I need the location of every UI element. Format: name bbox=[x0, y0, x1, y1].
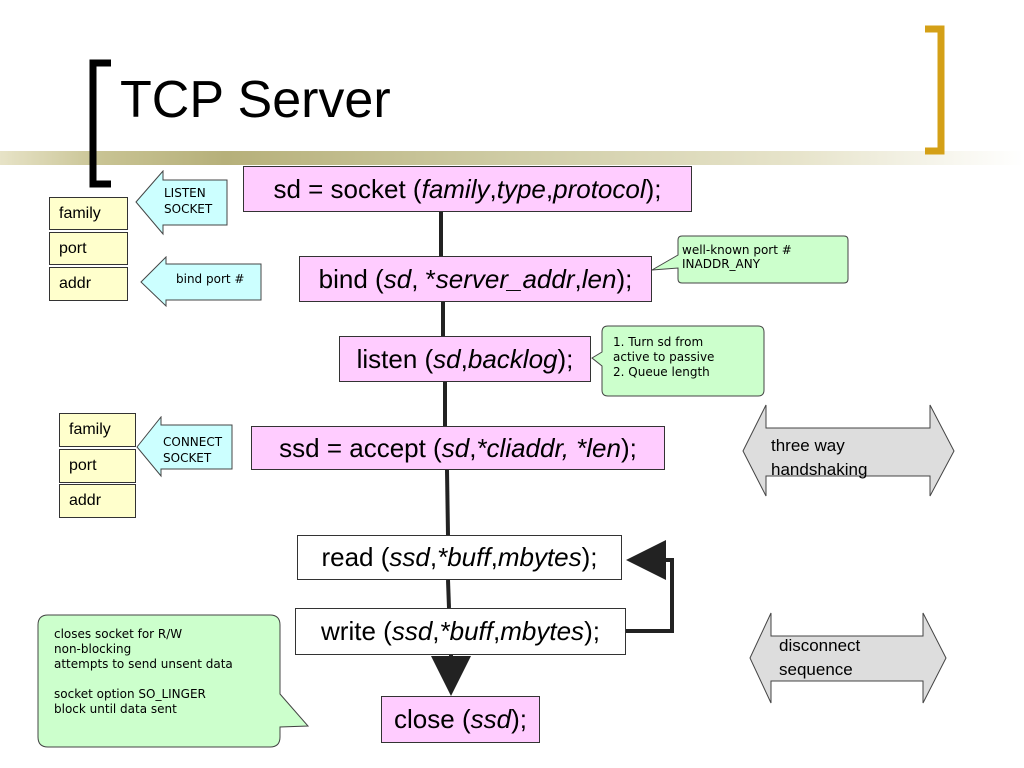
socket-call-box: sd = socket (family, type, protocol); bbox=[243, 166, 692, 212]
connect-socket-arrow bbox=[136, 416, 233, 478]
left-bracket-icon bbox=[89, 59, 111, 188]
read-write-loop-arrow bbox=[626, 540, 674, 633]
listen-call-box: listen (sd, backlog); bbox=[339, 336, 591, 382]
client-struct-port: port bbox=[59, 449, 136, 483]
bind-call-box: bind (sd, *server_addr, len); bbox=[299, 256, 652, 302]
disconnect-shape bbox=[749, 612, 947, 704]
server-struct-family: family bbox=[49, 197, 128, 230]
slide-title: TCP Server bbox=[120, 71, 391, 129]
client-struct-addr: addr bbox=[59, 484, 136, 518]
bind-note-text: well-known port #INADDR_ANY bbox=[682, 243, 792, 271]
title-underline-bar bbox=[0, 151, 1024, 165]
bind-port-arrow bbox=[140, 256, 262, 308]
flow-line bbox=[445, 469, 450, 536]
listen-socket-arrow bbox=[135, 170, 228, 236]
close-call-box: close (ssd); bbox=[381, 696, 540, 743]
listen-note-callout bbox=[591, 325, 765, 397]
close-note-callout bbox=[37, 614, 310, 748]
read-call-box: read (ssd, *buff, mbytes); bbox=[297, 535, 622, 580]
server-struct-port: port bbox=[49, 232, 128, 265]
client-struct-family: family bbox=[59, 413, 136, 447]
bind-port-label: bind port # bbox=[176, 272, 245, 286]
bind-note-callout bbox=[651, 235, 849, 284]
accept-call-box: ssd = accept (sd, *cliaddr, *len); bbox=[251, 426, 665, 470]
right-bracket-icon bbox=[925, 25, 945, 155]
flow-line bbox=[446, 579, 451, 609]
server-struct-addr: addr bbox=[49, 267, 128, 301]
write-call-box: write (ssd, *buff, mbytes); bbox=[295, 608, 626, 655]
handshake-shape bbox=[742, 404, 955, 497]
title-brackets bbox=[89, 25, 945, 188]
